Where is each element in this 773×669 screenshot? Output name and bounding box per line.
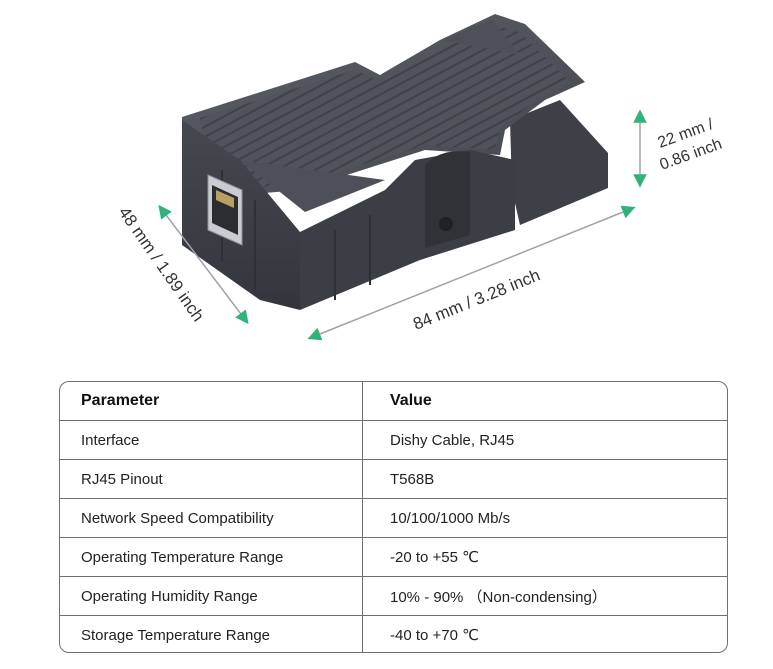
header-value: Value: [390, 392, 432, 409]
row-parameter: Interface: [60, 421, 363, 459]
product-illustration: 48 mm / 1.89 inch 84 mm / 3.28 inch 22 m…: [115, 14, 724, 341]
row-value: -40 to +70 ℃: [390, 627, 479, 644]
width-label: 84 mm / 3.28 inch: [410, 265, 542, 333]
row-parameter: Operating Temperature Range: [60, 538, 363, 576]
table-row: Operating Temperature Range -20 to +55 ℃: [60, 537, 727, 576]
row-parameter: Network Speed Compatibility: [60, 499, 363, 537]
table-row: Storage Temperature Range -40 to +70 ℃: [60, 615, 727, 652]
row-value: T568B: [390, 470, 435, 488]
table-row: Interface Dishy Cable, RJ45: [60, 420, 727, 459]
device-body: [182, 14, 608, 310]
row-parameter: Operating Humidity Range: [60, 577, 363, 615]
row-value: -20 to +55 ℃: [390, 549, 479, 566]
row-value: 10/100/1000 Mb/s: [390, 509, 511, 527]
header-parameter: Parameter: [60, 382, 363, 420]
row-parameter: Storage Temperature Range: [60, 616, 363, 652]
width-arrow: [307, 205, 636, 341]
depth-arrow: [158, 204, 249, 325]
table-header-row: Parameter Value: [60, 382, 727, 420]
spec-table: Parameter Value Interface Dishy Cable, R…: [59, 381, 728, 653]
product-figure: 48 mm / 1.89 inch 84 mm / 3.28 inch 22 m…: [115, 14, 724, 341]
row-value: 10% - 90% （Non-condensing）: [390, 588, 607, 606]
table-row: RJ45 Pinout T568B: [60, 459, 727, 498]
row-parameter: RJ45 Pinout: [60, 460, 363, 498]
table-row: Network Speed Compatibility 10/100/1000 …: [60, 498, 727, 537]
row-value: Dishy Cable, RJ45: [390, 431, 515, 449]
table-row: Operating Humidity Range 10% - 90% （Non-…: [60, 576, 727, 615]
